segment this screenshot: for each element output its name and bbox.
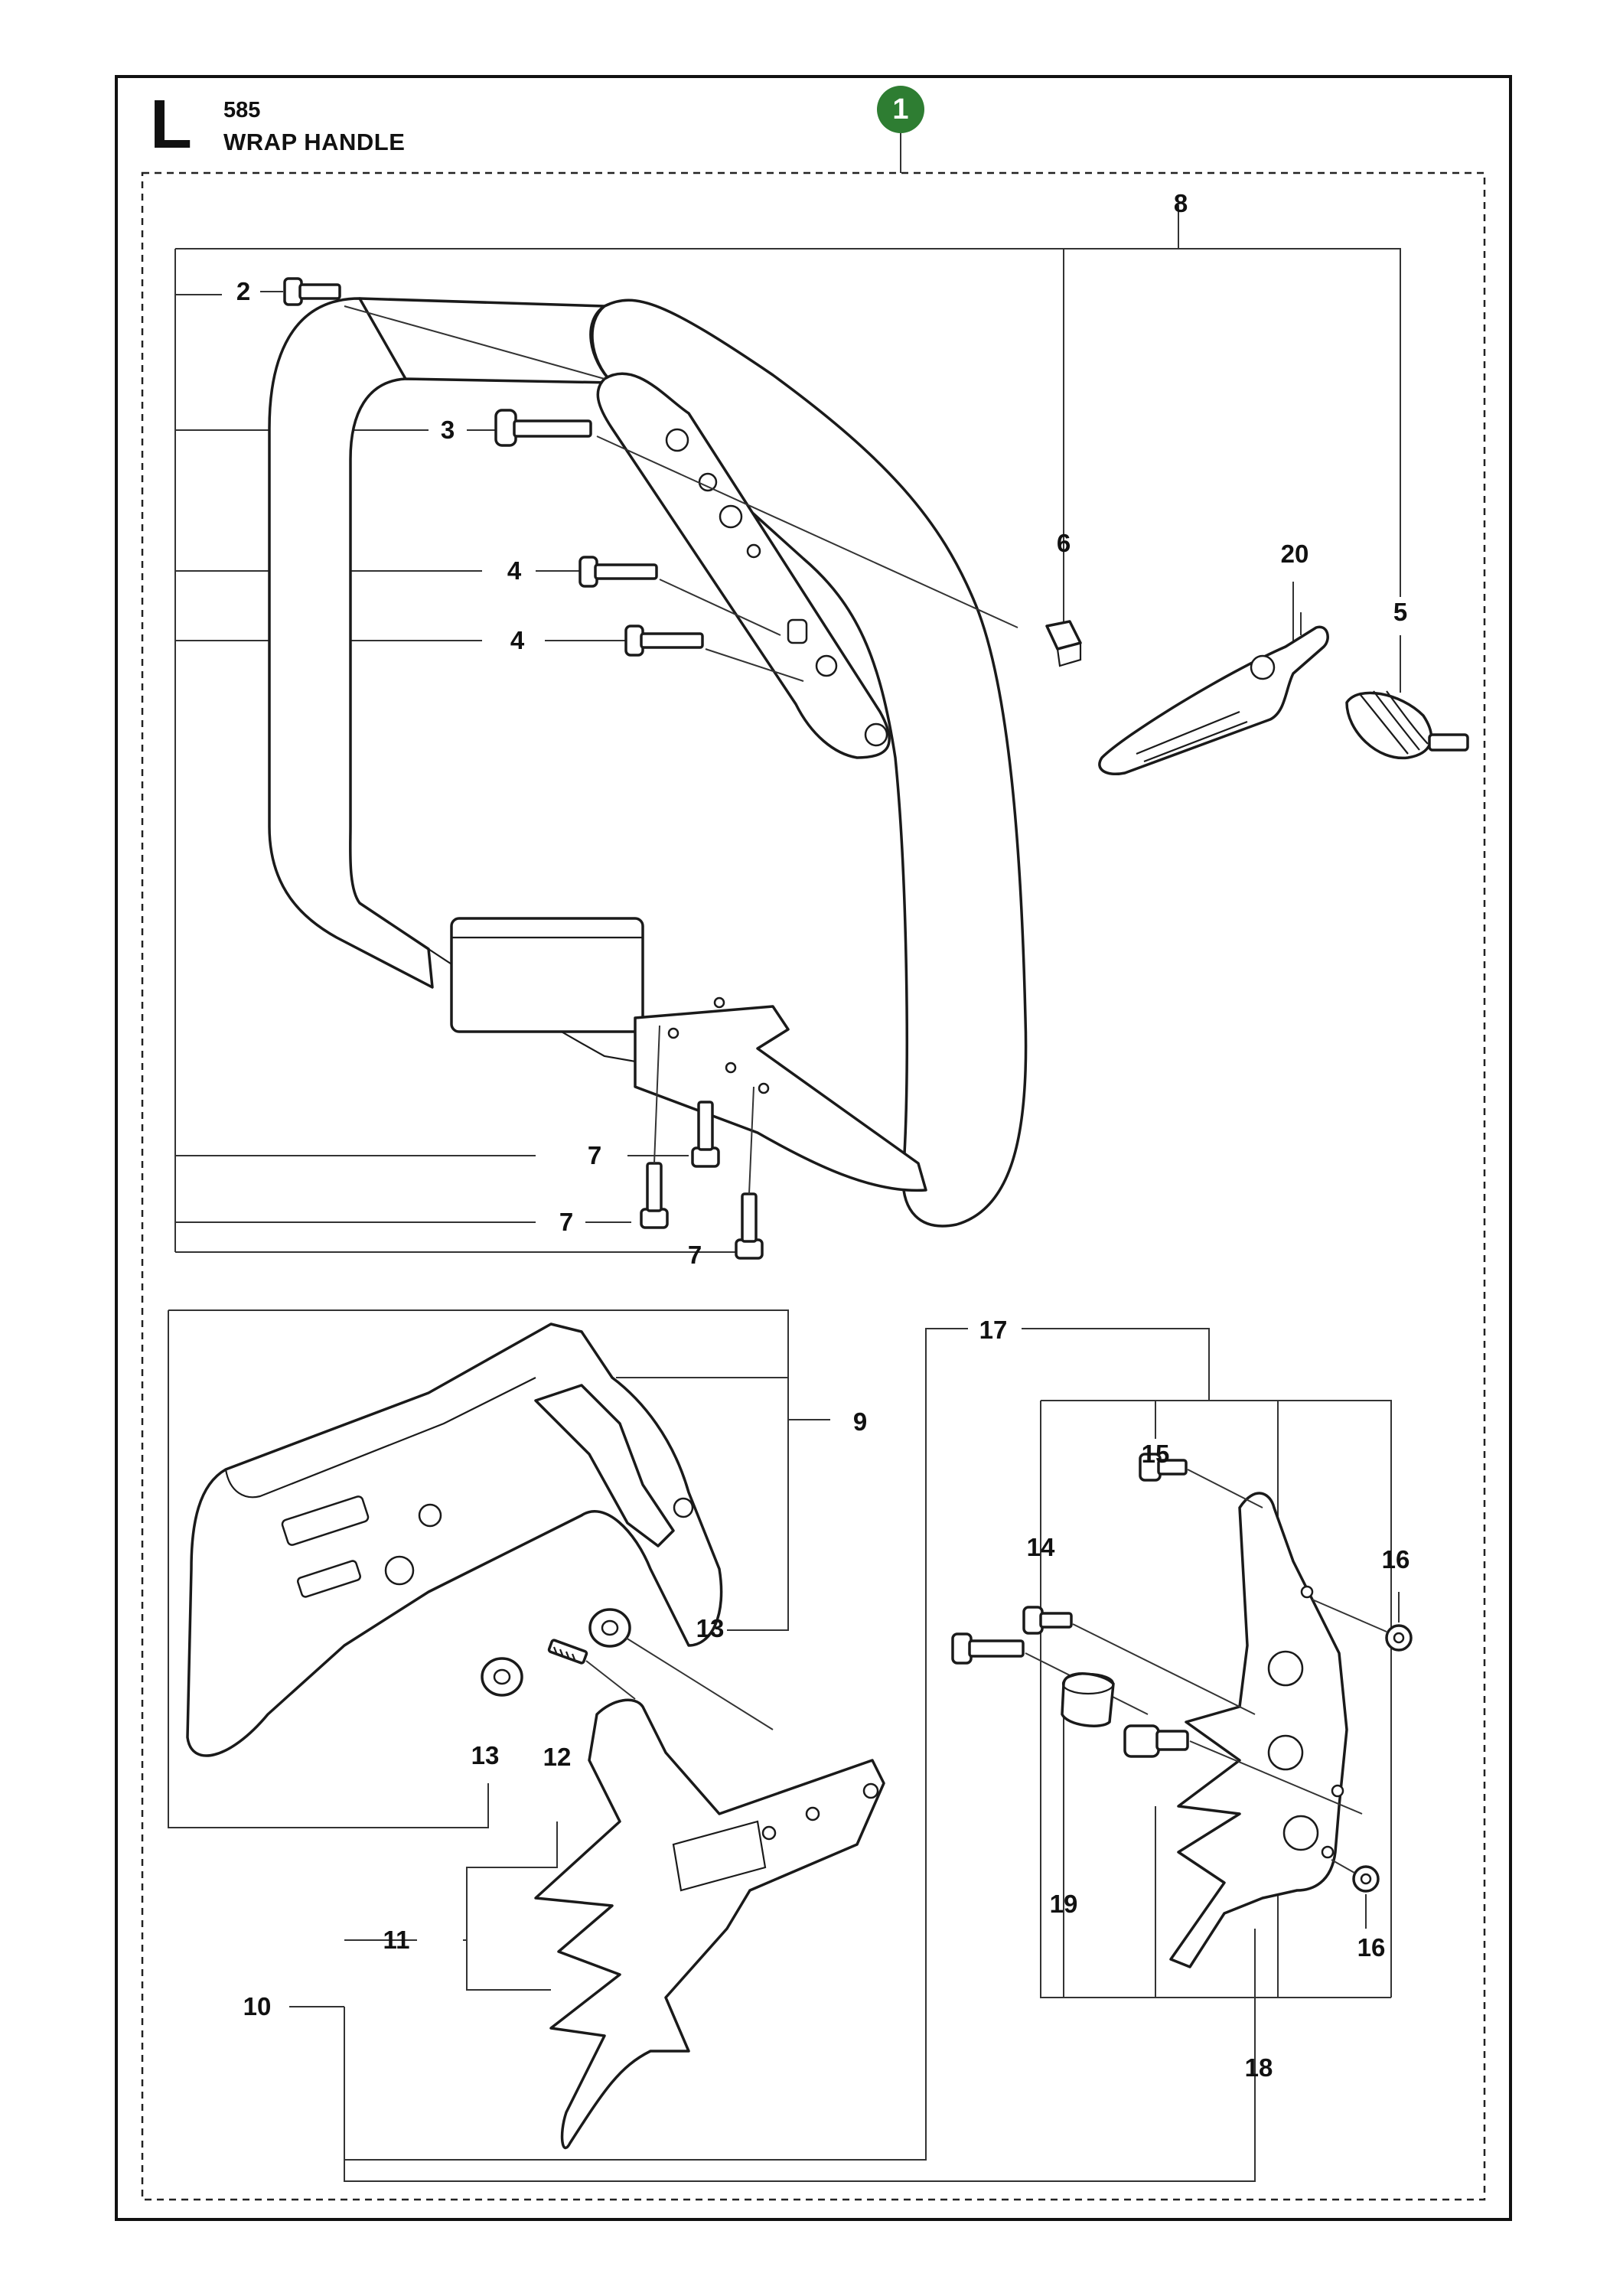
screw-15 (1139, 1453, 1263, 1508)
spike-bumper-11 (534, 1698, 885, 2150)
callout-5[interactable]: 5 (1393, 598, 1408, 626)
page-title: WRAP HANDLE (223, 129, 406, 155)
grip-sleeve (450, 917, 644, 1033)
callout-15[interactable]: 15 (1141, 1440, 1170, 1468)
callout-7[interactable]: 7 (559, 1208, 574, 1236)
callout-18[interactable]: 18 (1244, 2053, 1273, 2082)
screw-2 (283, 277, 605, 380)
callout-11[interactable]: 11 (383, 1926, 410, 1954)
nuts-16 (1312, 1592, 1413, 1929)
callout-19[interactable]: 19 (1049, 1890, 1078, 1918)
spring-5 (1345, 690, 1469, 760)
callout-12[interactable]: 12 (543, 1743, 572, 1771)
callout-14[interactable]: 14 (1026, 1533, 1055, 1561)
callout-4[interactable]: 4 (507, 556, 522, 585)
callout-7[interactable]: 7 (587, 1141, 602, 1169)
screw-12 (547, 1639, 636, 1700)
callout-3[interactable]: 3 (440, 416, 455, 444)
section-letter: L (150, 86, 192, 163)
callout-7[interactable]: 7 (687, 1241, 702, 1269)
lower-bracket (634, 1005, 927, 1192)
callout-6[interactable]: 6 (1056, 529, 1071, 557)
screw-4b (624, 625, 804, 682)
callout-20[interactable]: 20 (1280, 540, 1309, 568)
kit-number-badge: 1 (877, 86, 924, 133)
damper-bolt (1123, 1724, 1363, 1815)
callout-13[interactable]: 13 (696, 1614, 725, 1642)
damper-bracket-20 (1098, 612, 1329, 775)
nuts-13 (481, 1608, 774, 1730)
screw-4a (578, 556, 781, 636)
bracket-10-11 (289, 1328, 1256, 2182)
screws-7 (640, 1025, 764, 1260)
bracket-9-13 (168, 1309, 830, 1828)
chain-catcher-housing-9 (186, 1322, 723, 1757)
callout-13[interactable]: 13 (471, 1741, 500, 1769)
spike-plate-right (1169, 1492, 1348, 1968)
spacer-19 (1061, 1672, 1115, 1727)
kit-boundary (141, 171, 1486, 2201)
screw-14 (1022, 1606, 1256, 1715)
model-number: 585 (223, 98, 261, 122)
callout-16[interactable]: 16 (1381, 1545, 1410, 1574)
callout-10[interactable]: 10 (243, 1992, 272, 2020)
callout-8[interactable]: 8 (1173, 189, 1188, 217)
callout-16[interactable]: 16 (1357, 1933, 1386, 1962)
screw-3 (494, 409, 1018, 628)
screw-long (951, 1632, 1149, 1715)
callout-2[interactable]: 2 (236, 277, 251, 305)
outer-frame (115, 75, 1512, 2221)
square-nut-6 (1045, 620, 1082, 667)
callout-9[interactable]: 9 (852, 1407, 868, 1436)
wrap-handle-tube (268, 297, 1028, 1228)
callout-17[interactable]: 17 (979, 1316, 1008, 1344)
callout-4[interactable]: 4 (510, 626, 525, 654)
